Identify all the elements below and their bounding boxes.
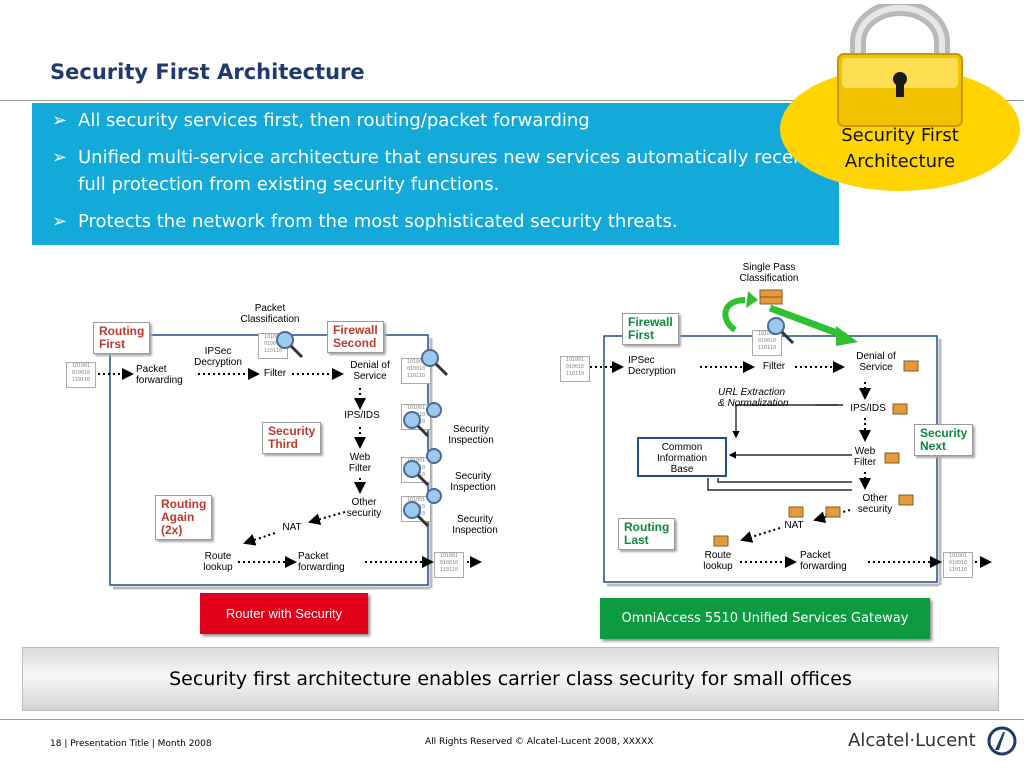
web-filter-label: Web Filter — [853, 446, 877, 468]
title-divider — [0, 100, 1024, 101]
route-lookup-label: Route lookup — [203, 551, 233, 573]
binary-packet-icon: 101001 010010 110110 — [66, 362, 96, 388]
ipsec-label: IPSec Decryption — [628, 355, 676, 377]
magnifier-icon — [276, 331, 304, 359]
routing-last-label: Routing Last — [618, 518, 676, 550]
magnifier-icon — [403, 402, 442, 438]
bullet-text: Protects the network from the most sophi… — [78, 211, 678, 232]
nat-label: NAT — [282, 522, 302, 533]
bricks-icon — [903, 360, 919, 372]
bricks-icon — [884, 452, 900, 464]
security-next-label: Security Next — [914, 424, 974, 456]
alcatel-lucent-logo-icon — [987, 726, 1017, 756]
nat-label: NAT — [784, 520, 804, 531]
bullet-arrow-icon: ➢ — [52, 147, 68, 168]
packet-forwarding-in-label: Packet forwarding — [136, 364, 183, 386]
security-inspection-label: Security Inspection — [450, 471, 496, 493]
bricks-icon — [892, 403, 908, 415]
route-lookup-label: Route lookup — [703, 550, 733, 572]
other-security-label: Other security — [346, 497, 382, 519]
bricks-icon — [713, 535, 729, 547]
filter-label: Filter — [263, 368, 287, 379]
binary-packet-icon: 101001 010010 110110 — [943, 552, 973, 578]
security-third-label: Security Third — [262, 422, 322, 454]
binary-packet-icon: 101001 010010 110110 — [434, 552, 464, 578]
summary-banner: Security first architecture enables carr… — [22, 647, 999, 711]
security-first-badge — [780, 4, 1020, 191]
filter-label: Filter — [762, 361, 786, 372]
routing-first-label: Routing First — [93, 322, 151, 354]
single-pass-label: Single Pass Classification — [739, 262, 799, 284]
bullet-item: ➢ Unified multi-service architecture that… — [52, 144, 831, 198]
badge-line-2: Architecture — [844, 151, 956, 172]
firewall-first-label: Firewall First — [622, 313, 679, 345]
bullet-arrow-icon: ➢ — [52, 211, 68, 232]
footer-divider — [0, 719, 1024, 720]
bullet-panel: ➢ All security services first, then routi… — [32, 103, 839, 245]
web-filter-label: Web Filter — [348, 452, 372, 474]
badge-line-1: Security First — [841, 125, 959, 146]
denial-of-service-label: Denial of Service — [856, 351, 896, 373]
bullet-item: ➢ Protects the network from the most soph… — [52, 208, 831, 235]
bullet-arrow-icon: ➢ — [52, 110, 68, 131]
logo-text: Alcatel·Lucent — [848, 730, 976, 751]
packet-classification-label: Packet Classification — [240, 303, 300, 325]
bullet-item: ➢ All security services first, then routi… — [52, 107, 831, 134]
magnifier-icon — [767, 317, 795, 345]
binary-packet-icon: 101001 010010 110110 — [560, 356, 590, 382]
ips-ids-label: IPS/IDS — [344, 410, 380, 421]
firewall-second-label: Firewall Second — [327, 321, 384, 353]
router-with-security-caption: Router with Security — [200, 593, 368, 634]
page-title: Security First Architecture — [50, 60, 365, 84]
ips-ids-label: IPS/IDS — [850, 403, 886, 414]
packet-forwarding-label: Packet forwarding — [800, 550, 847, 572]
footer-left: 18 | Presentation Title | Month 2008 — [50, 739, 212, 749]
omniaccess-caption: OmniAccess 5510 Unified Services Gateway — [600, 598, 930, 639]
denial-of-service-label: Denial of Service — [350, 360, 390, 382]
alcatel-lucent-logo: Alcatel·Lucent — [848, 726, 1019, 756]
footer-center: All Rights Reserved © Alcatel-Lucent 200… — [425, 737, 654, 747]
bricks-icon — [759, 289, 783, 305]
magnifier-icon — [403, 488, 442, 528]
magnifier-icon — [421, 349, 449, 377]
padlock-icon — [837, 4, 963, 127]
security-inspection-label: Security Inspection — [452, 514, 498, 536]
security-inspection-label: Security Inspection — [448, 424, 494, 446]
bricks-icon — [788, 506, 804, 518]
bricks-icon — [825, 506, 841, 518]
badge-label: Security First Architecture — [810, 123, 990, 175]
ipsec-label: IPSec Decryption — [194, 346, 242, 368]
magnifier-icon — [403, 448, 442, 487]
packet-forwarding-out-label: Packet forwarding — [298, 551, 345, 573]
bullet-text: All security services first, then routin… — [78, 110, 590, 131]
common-information-base-box: Common Information Base — [637, 437, 727, 477]
url-extraction-label: URL Extraction & Normalization — [718, 387, 789, 409]
bricks-icon — [898, 494, 914, 506]
other-security-label: Other security — [857, 493, 893, 515]
left-diagram-frame — [109, 334, 429, 586]
routing-again-label: Routing Again (2x) — [155, 495, 213, 540]
bullet-text: Unified multi-service architecture that … — [78, 147, 820, 195]
